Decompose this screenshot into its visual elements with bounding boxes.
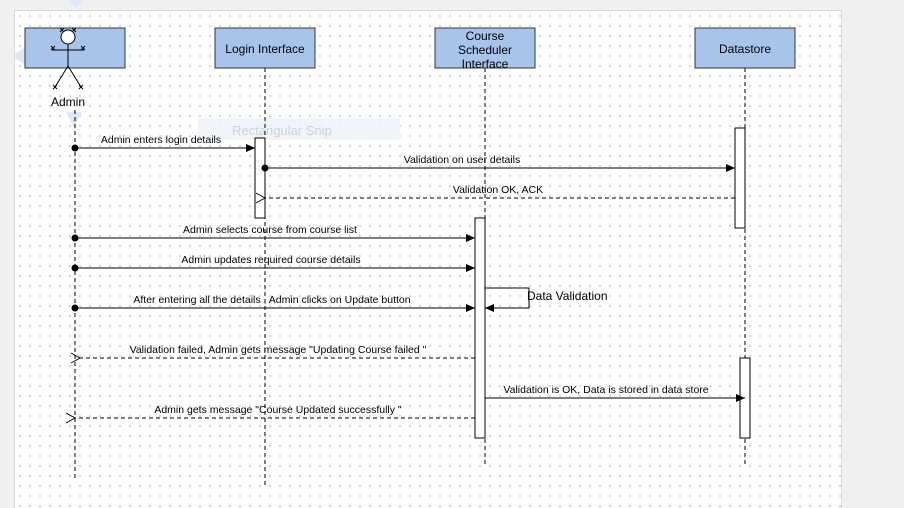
- message-validation-on-user-details[interactable]: Validation on user details: [261, 154, 736, 172]
- message-label: Admin updates required course details: [181, 254, 360, 266]
- participant-login[interactable]: Login Interface: [214, 27, 316, 69]
- snip-label-box: [198, 118, 400, 140]
- actor-admin-label: Admin: [51, 95, 85, 109]
- message-label: Validation failed, Admin gets message "U…: [130, 344, 427, 356]
- message-course-updated[interactable]: Admin gets message "Course Updated succe…: [75, 404, 475, 418]
- message-label: Admin gets message "Course Updated succe…: [154, 404, 402, 416]
- snip-label: Rectangular Snip: [232, 123, 332, 138]
- participant-login-label: Login Interface: [225, 42, 305, 56]
- participant-datastore-label: Datastore: [719, 42, 771, 56]
- message-admin-updates-course[interactable]: Admin updates required course details: [71, 254, 476, 272]
- participant-scheduler-line2: Scheduler: [458, 43, 512, 57]
- activation-login[interactable]: [254, 137, 266, 219]
- message-label: Admin enters login details: [101, 134, 221, 146]
- message-data-stored[interactable]: Validation is OK, Data is stored in data…: [485, 384, 745, 402]
- message-label: After entering all the details , Admin c…: [133, 294, 410, 306]
- activation-scheduler[interactable]: [474, 217, 486, 439]
- message-label: Validation is OK, Data is stored in data…: [503, 384, 708, 396]
- message-label: Validation on user details: [404, 154, 521, 166]
- actor-figure-icon[interactable]: [52, 29, 84, 88]
- message-label: Admin selects course from course list: [183, 224, 357, 236]
- participant-scheduler[interactable]: Course Scheduler Interface: [434, 27, 536, 71]
- message-validation-ok-ack[interactable]: Validation OK, ACK: [265, 184, 735, 198]
- self-call-label: Data Validation: [527, 289, 608, 303]
- diagram-canvas: [14, 10, 842, 508]
- lifelines: [74, 68, 746, 485]
- message-validation-failed[interactable]: Validation failed, Admin gets message "U…: [80, 344, 475, 358]
- participant-scheduler-line1: Course: [466, 29, 505, 43]
- participant-scheduler-line3: Interface: [462, 57, 509, 71]
- participant-datastore[interactable]: Datastore: [694, 27, 796, 69]
- message-admin-clicks-update[interactable]: After entering all the details , Admin c…: [71, 294, 476, 312]
- activation-datastore-1[interactable]: [734, 127, 746, 229]
- message-self-data-validation[interactable]: Data Validation: [485, 287, 608, 312]
- message-admin-selects-course[interactable]: Admin selects course from course list: [71, 224, 476, 242]
- message-label: Validation OK, ACK: [453, 184, 543, 196]
- participant-admin-box[interactable]: [24, 27, 126, 69]
- actor-selection-handles[interactable]: [50, 27, 86, 90]
- message-admin-enters-login[interactable]: Admin enters login details: [71, 134, 256, 152]
- snip-overlay: Rectangular Snip: [12, 0, 400, 140]
